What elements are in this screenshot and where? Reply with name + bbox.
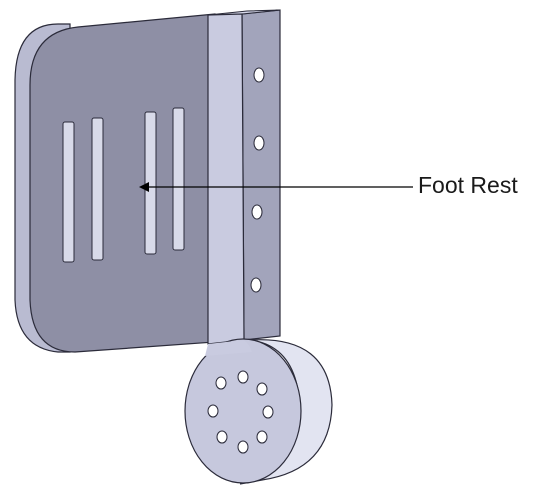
disc-face (184, 338, 302, 484)
bracket-face (207, 13, 245, 345)
bracket-hole-group (250, 67, 265, 293)
slot (144, 111, 157, 255)
bolt-hole-ring (207, 370, 274, 454)
bracket-neck (205, 340, 252, 356)
bracket-side (241, 9, 281, 341)
bolt-hole (256, 430, 268, 444)
slot-group (62, 107, 185, 263)
bolt-hole (215, 376, 227, 390)
slot (172, 107, 185, 251)
foot-rest-label: Foot Rest (418, 172, 518, 198)
plate-face (29, 13, 216, 353)
bracket-hole (251, 204, 263, 220)
bolt-hole (262, 405, 274, 419)
bracket-hole (250, 277, 262, 293)
slot (62, 121, 75, 263)
bolt-hole (256, 382, 268, 396)
bolt-hole (216, 430, 228, 444)
leader-arrowhead (139, 182, 149, 192)
bolt-hole (237, 440, 249, 454)
bracket-hole (253, 67, 265, 83)
bracket-hole (253, 135, 265, 151)
bolt-hole (237, 370, 249, 384)
slot (91, 117, 104, 261)
bolt-hole (207, 404, 219, 418)
